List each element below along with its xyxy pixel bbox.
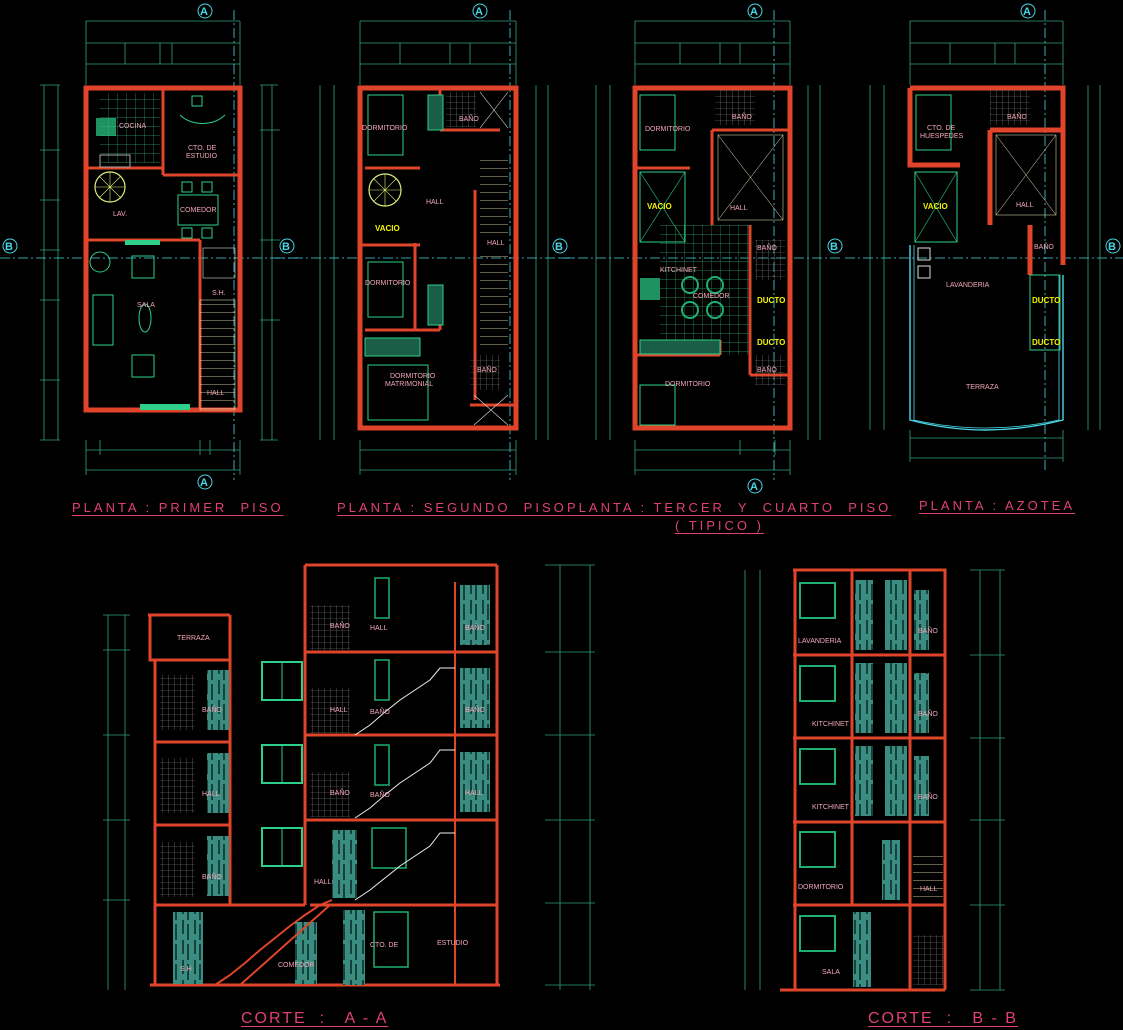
room-label: HALL [1016,202,1034,209]
room-label: COCINA [119,123,147,130]
room-label: DUCTO [757,338,785,347]
room-label: VACIO [375,224,400,233]
room-label: BAÑO [477,365,497,374]
room-label: BAÑO [465,705,485,714]
room-label: VACIO [923,202,948,211]
room-label: BAÑO [1034,242,1054,251]
room-label: BAÑO [757,243,777,252]
plan-primer-piso: COCINA CTO. DE ESTUDIO LAV. COMEDOR SALA… [0,3,300,490]
axis-a-marker: A [200,477,208,489]
room-label: HALL [370,625,388,632]
room-label: S.H. [212,290,226,297]
room-label: COMEDOR [693,293,730,300]
room-label: DORMITORIO [665,381,711,388]
axis-a-marker: A [750,6,758,18]
room-label: LAV. [113,211,127,218]
room-label: HALL [330,707,348,714]
section-title-b-b: CORTE : B - B [868,1010,1018,1027]
room-label: MATRIMONIAL [385,381,433,388]
section-title-a-a: CORTE : A - A [241,1010,389,1027]
room-label: BAÑO [918,792,938,801]
room-label: LAVANDERIA [798,638,842,645]
section-b-b: LAVANDERIA BAÑO KITCHINET BAÑO KITCHINET… [744,568,1005,992]
room-label: HALL [730,205,748,212]
room-label: SALA [137,302,155,309]
room-label: DORMITORIO [362,125,408,132]
plan-azotea: CTO. DE HUESPEDES BAÑO VACIO HALL BAÑO L… [845,3,1123,470]
room-label: HALL [426,199,444,206]
plan-subtitle-tipico: ( TIPICO ) [675,518,764,533]
room-label: BAÑO [330,621,350,630]
room-label: DUCTO [757,296,785,305]
axis-b-marker: B [830,241,838,253]
axis-b-marker: B [555,241,563,253]
plan-title-tercer-cuarto-piso: PLANTA : TERCER Y CUARTO PISO [567,500,892,515]
axis-a-marker: A [1023,6,1031,18]
room-label: BAÑO [459,114,479,123]
room-label: COMEDOR [278,962,315,969]
axis-b-marker: B [5,241,13,253]
axis-a-marker: A [200,6,208,18]
room-label: DUCTO [1032,296,1060,305]
room-label: DORMITORIO [645,126,691,133]
room-label: KITCHINET [812,804,850,811]
room-label: BAÑO [1007,112,1027,121]
section-a-a: TERRAZA BAÑO HALL BAÑO BAÑO HALL BAÑO BA… [103,563,595,990]
room-label: HALL [920,886,938,893]
room-label: HALL [465,790,483,797]
room-label: BAÑO [918,626,938,635]
room-label: KITCHINET [660,267,698,274]
room-label: BAÑO [202,705,222,714]
room-label: SALA [822,969,840,976]
room-label: VACIO [647,202,672,211]
plan-title-azotea: PLANTA : AZOTEA [919,498,1076,513]
room-label: HUESPEDES [920,133,964,140]
room-label: BAÑO [465,623,485,632]
room-label: HALL [314,879,332,886]
plan-title-primer-piso: PLANTA : PRIMER PISO [72,500,284,515]
room-label: CTO. DE [188,145,217,152]
room-label: HALL [202,791,220,798]
axis-b-marker: B [1108,241,1116,253]
axis-a-marker: A [475,6,483,18]
room-label: TERRAZA [966,384,999,391]
room-label: HALL [487,240,505,247]
room-label: DORMITORIO [365,280,411,287]
room-label: HALL [207,390,225,397]
plan-tercer-cuarto-piso: DORMITORIO BAÑO VACIO HALL BAÑO KITCHINE… [560,3,843,494]
room-label: DORMITORIO [390,373,436,380]
room-label: BAÑO [732,112,752,121]
room-label: DUCTO [1032,338,1060,347]
axis-b-marker: B [282,241,290,253]
plan-segundo-piso: DORMITORIO BAÑO HALL VACIO HALL DORMITOR… [275,3,575,480]
room-label: ESTUDIO [186,153,218,160]
room-label: BAÑO [202,872,222,881]
room-label: COMEDOR [180,207,217,214]
room-label: S.H [180,966,192,973]
room-label: LAVANDERIA [946,282,990,289]
room-label: BAÑO [918,709,938,718]
room-label: ESTUDIO [437,940,469,947]
room-label: DORMITORIO [798,884,844,891]
room-label: KITCHINET [812,721,850,728]
room-label: BAÑO [757,365,777,374]
room-label: CTO. DE [370,942,399,949]
room-label: BAÑO [370,707,390,716]
room-label: BAÑO [370,790,390,799]
room-label: BAÑO [330,788,350,797]
room-label: TERRAZA [177,635,210,642]
axis-a-marker: A [750,481,758,493]
plan-title-segundo-piso: PLANTA : SEGUNDO PISO [337,500,567,515]
room-label: CTO. DE [927,125,956,132]
